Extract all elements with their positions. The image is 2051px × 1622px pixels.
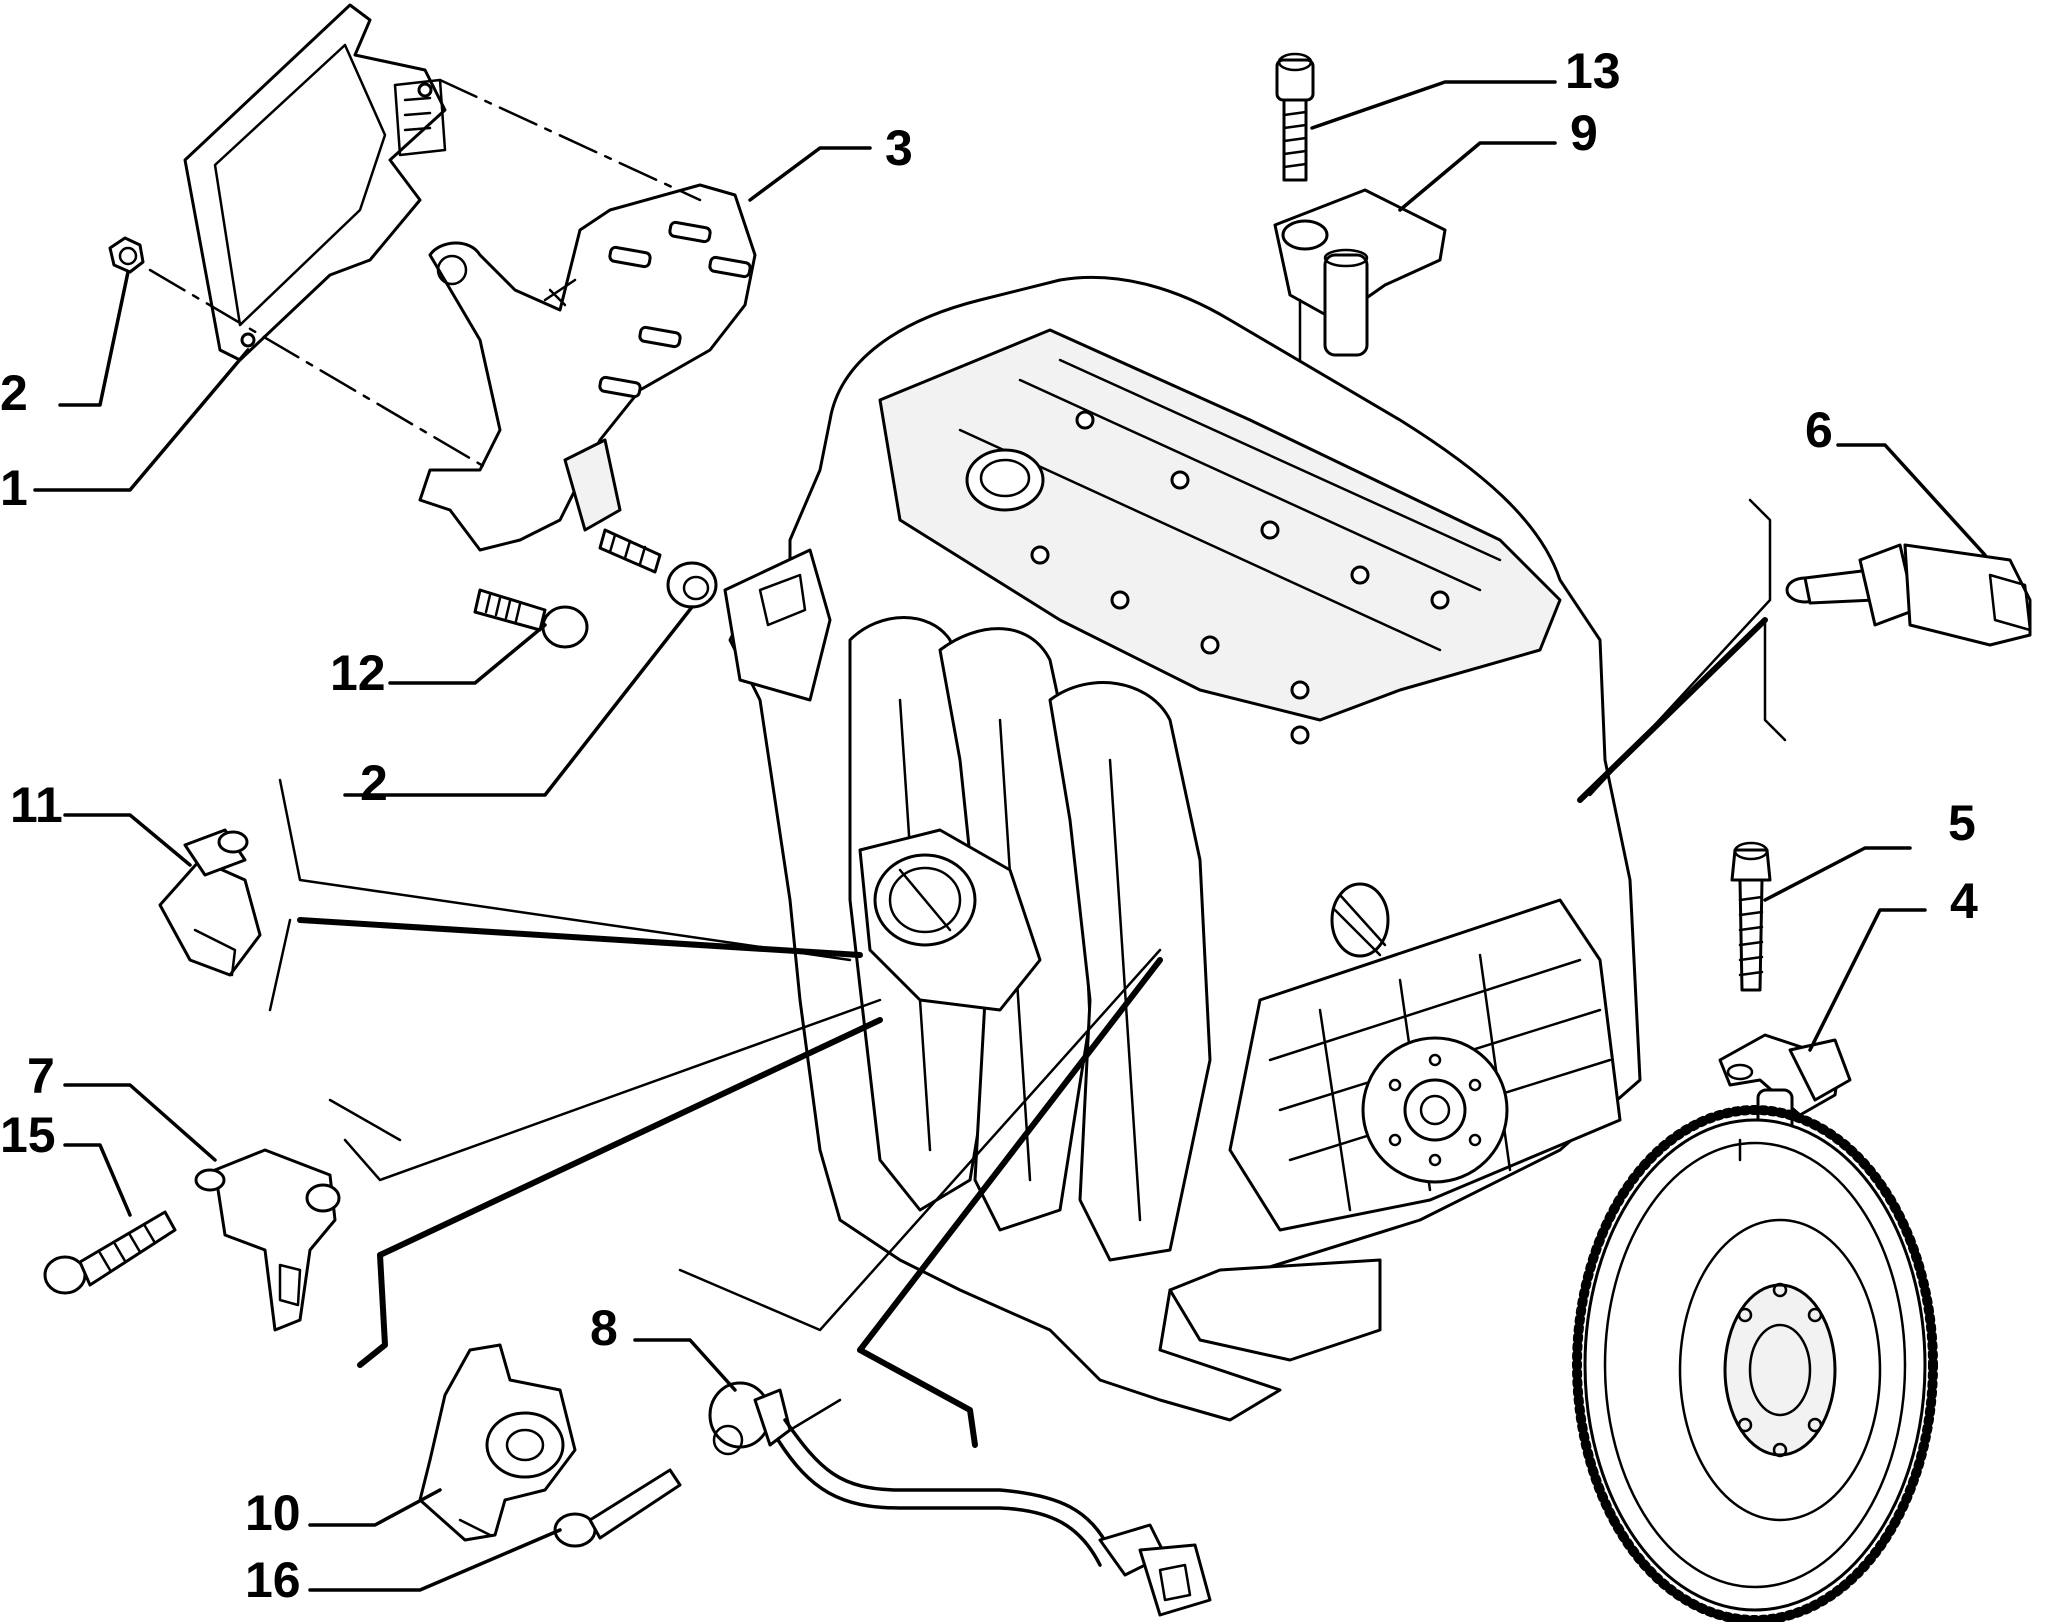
callout-8: 8	[590, 1300, 618, 1356]
throttle-body	[858, 828, 1042, 1012]
bracket-stud-bolt	[598, 528, 662, 574]
callout-5: 5	[1948, 795, 1976, 851]
screw-13	[1275, 52, 1315, 182]
bolt-5	[1730, 841, 1772, 992]
bolt-15	[43, 1210, 177, 1295]
callout-leaders	[33, 80, 1987, 1592]
ecu-control-unit	[183, 3, 447, 362]
callout-12: 12	[330, 645, 386, 701]
cam-cover-bolts	[1030, 410, 1450, 745]
callout-13: 13	[1565, 43, 1621, 99]
callout-9: 9	[1570, 105, 1598, 161]
nut-upper	[108, 236, 145, 274]
idle-actuator-11	[158, 828, 262, 977]
ecu-mounting-bracket	[418, 183, 757, 552]
bracket-studs	[598, 220, 752, 399]
camshaft-position-sensor-9	[1273, 188, 1447, 362]
engine-assembly	[723, 275, 1642, 1422]
callout-1: 1	[0, 460, 28, 516]
callout-6: 6	[1805, 402, 1833, 458]
callout-7: 7	[27, 1048, 55, 1104]
coolant-temperature-sensor-6	[1785, 543, 2032, 647]
map-sensor-7	[194, 1148, 341, 1332]
alignment-line-ecu-top	[438, 78, 702, 202]
flywheel	[1572, 1105, 1938, 1622]
knock-sensor-8	[708, 1381, 1212, 1617]
callout-10: 10	[245, 1485, 301, 1541]
callout-labels: 1 2 2 3 4 5 6 7 8 9 10 11 12 13 15 16	[0, 43, 1978, 1608]
context-lines	[268, 498, 1787, 1448]
callout-4: 4	[1950, 873, 1978, 929]
callout-16: 16	[245, 1552, 301, 1608]
callout-11: 11	[10, 777, 63, 833]
callout-15: 15	[0, 1107, 56, 1163]
callout-2-upper: 2	[0, 365, 28, 421]
callout-2-lower: 2	[360, 755, 388, 811]
alignment-line-ecu-left	[148, 268, 492, 472]
throttle-position-sensor-10	[418, 1343, 577, 1542]
callout-3: 3	[885, 120, 913, 176]
bolt-16	[553, 1468, 682, 1548]
nut-lower	[666, 561, 718, 609]
